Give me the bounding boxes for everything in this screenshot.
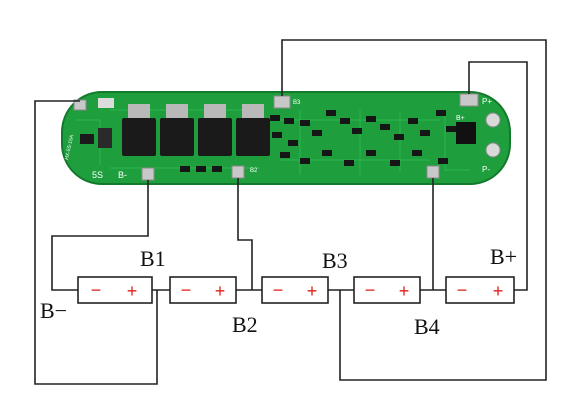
- silk-side-label: HX-5S-15A: [64, 134, 75, 161]
- pcb-smd-cluster: [180, 110, 476, 172]
- cell-2-minus: −: [181, 280, 192, 300]
- label-b4: B4: [414, 314, 440, 339]
- mosfet-1: [122, 118, 156, 156]
- wiring: [34, 39, 547, 385]
- pcb-pads: [73, 93, 479, 181]
- silk-5s: 5S: [92, 170, 103, 180]
- cell-4-minus: −: [365, 280, 376, 300]
- mosfet-3: [198, 118, 232, 156]
- pad-b2: [231, 165, 245, 179]
- silk-b3: B3: [293, 100, 301, 106]
- cell-5-minus: −: [457, 280, 468, 300]
- pcb-left-components: [80, 98, 114, 148]
- cell-4-plus: +: [399, 281, 410, 301]
- mount-hole-1: [485, 112, 501, 128]
- wire-b3: [281, 39, 547, 381]
- cell-2: − +: [169, 276, 237, 304]
- cell-4: − +: [353, 276, 421, 304]
- label-b3: B3: [322, 248, 348, 273]
- silk-b2: B2: [250, 168, 258, 174]
- label-b-minus: B−: [40, 298, 67, 323]
- mosfet-4: [236, 118, 270, 156]
- cell-5-plus: +: [493, 281, 504, 301]
- pad-b-plus: [459, 93, 479, 107]
- pad-b3: [273, 95, 291, 109]
- pad-b1: [73, 99, 87, 111]
- mosfet-2: [160, 118, 194, 156]
- label-b2: B2: [232, 312, 258, 337]
- cell-3: − +: [261, 276, 329, 304]
- tap-labels: B− B1 B2 B3 B4 B+: [40, 244, 517, 339]
- cell-2-plus: +: [215, 281, 226, 301]
- mosfet-group: [122, 104, 270, 156]
- cell-1: − +: [77, 276, 153, 304]
- label-b-plus: B+: [490, 244, 517, 269]
- label-b1: B1: [140, 246, 166, 271]
- wire-b2: [237, 178, 253, 290]
- silk-p-minus: P-: [482, 165, 490, 174]
- bms-pcb-board: 5S B- B2 B3 B+ P+ P- HX-5S-15A: [61, 91, 511, 185]
- cell-1-minus: −: [91, 280, 102, 300]
- cell-3-minus: −: [273, 280, 284, 300]
- protection-ic: [456, 122, 476, 144]
- wire-b-plus: [468, 61, 528, 291]
- wire-b1: [34, 100, 158, 385]
- cell-1-plus: +: [127, 281, 138, 301]
- cell-5: − +: [445, 276, 515, 304]
- battery-cells: − + − + − + − + − +: [77, 276, 515, 304]
- cell-3-plus: +: [307, 281, 318, 301]
- pad-b4: [426, 165, 440, 179]
- mount-hole-2: [485, 142, 501, 158]
- wire-b-minus: [51, 180, 149, 291]
- silk-b-plus: B+: [456, 115, 465, 122]
- pad-b-minus: [141, 167, 155, 181]
- silk-b-minus: B-: [118, 170, 127, 180]
- silk-p-plus: P+: [482, 97, 492, 106]
